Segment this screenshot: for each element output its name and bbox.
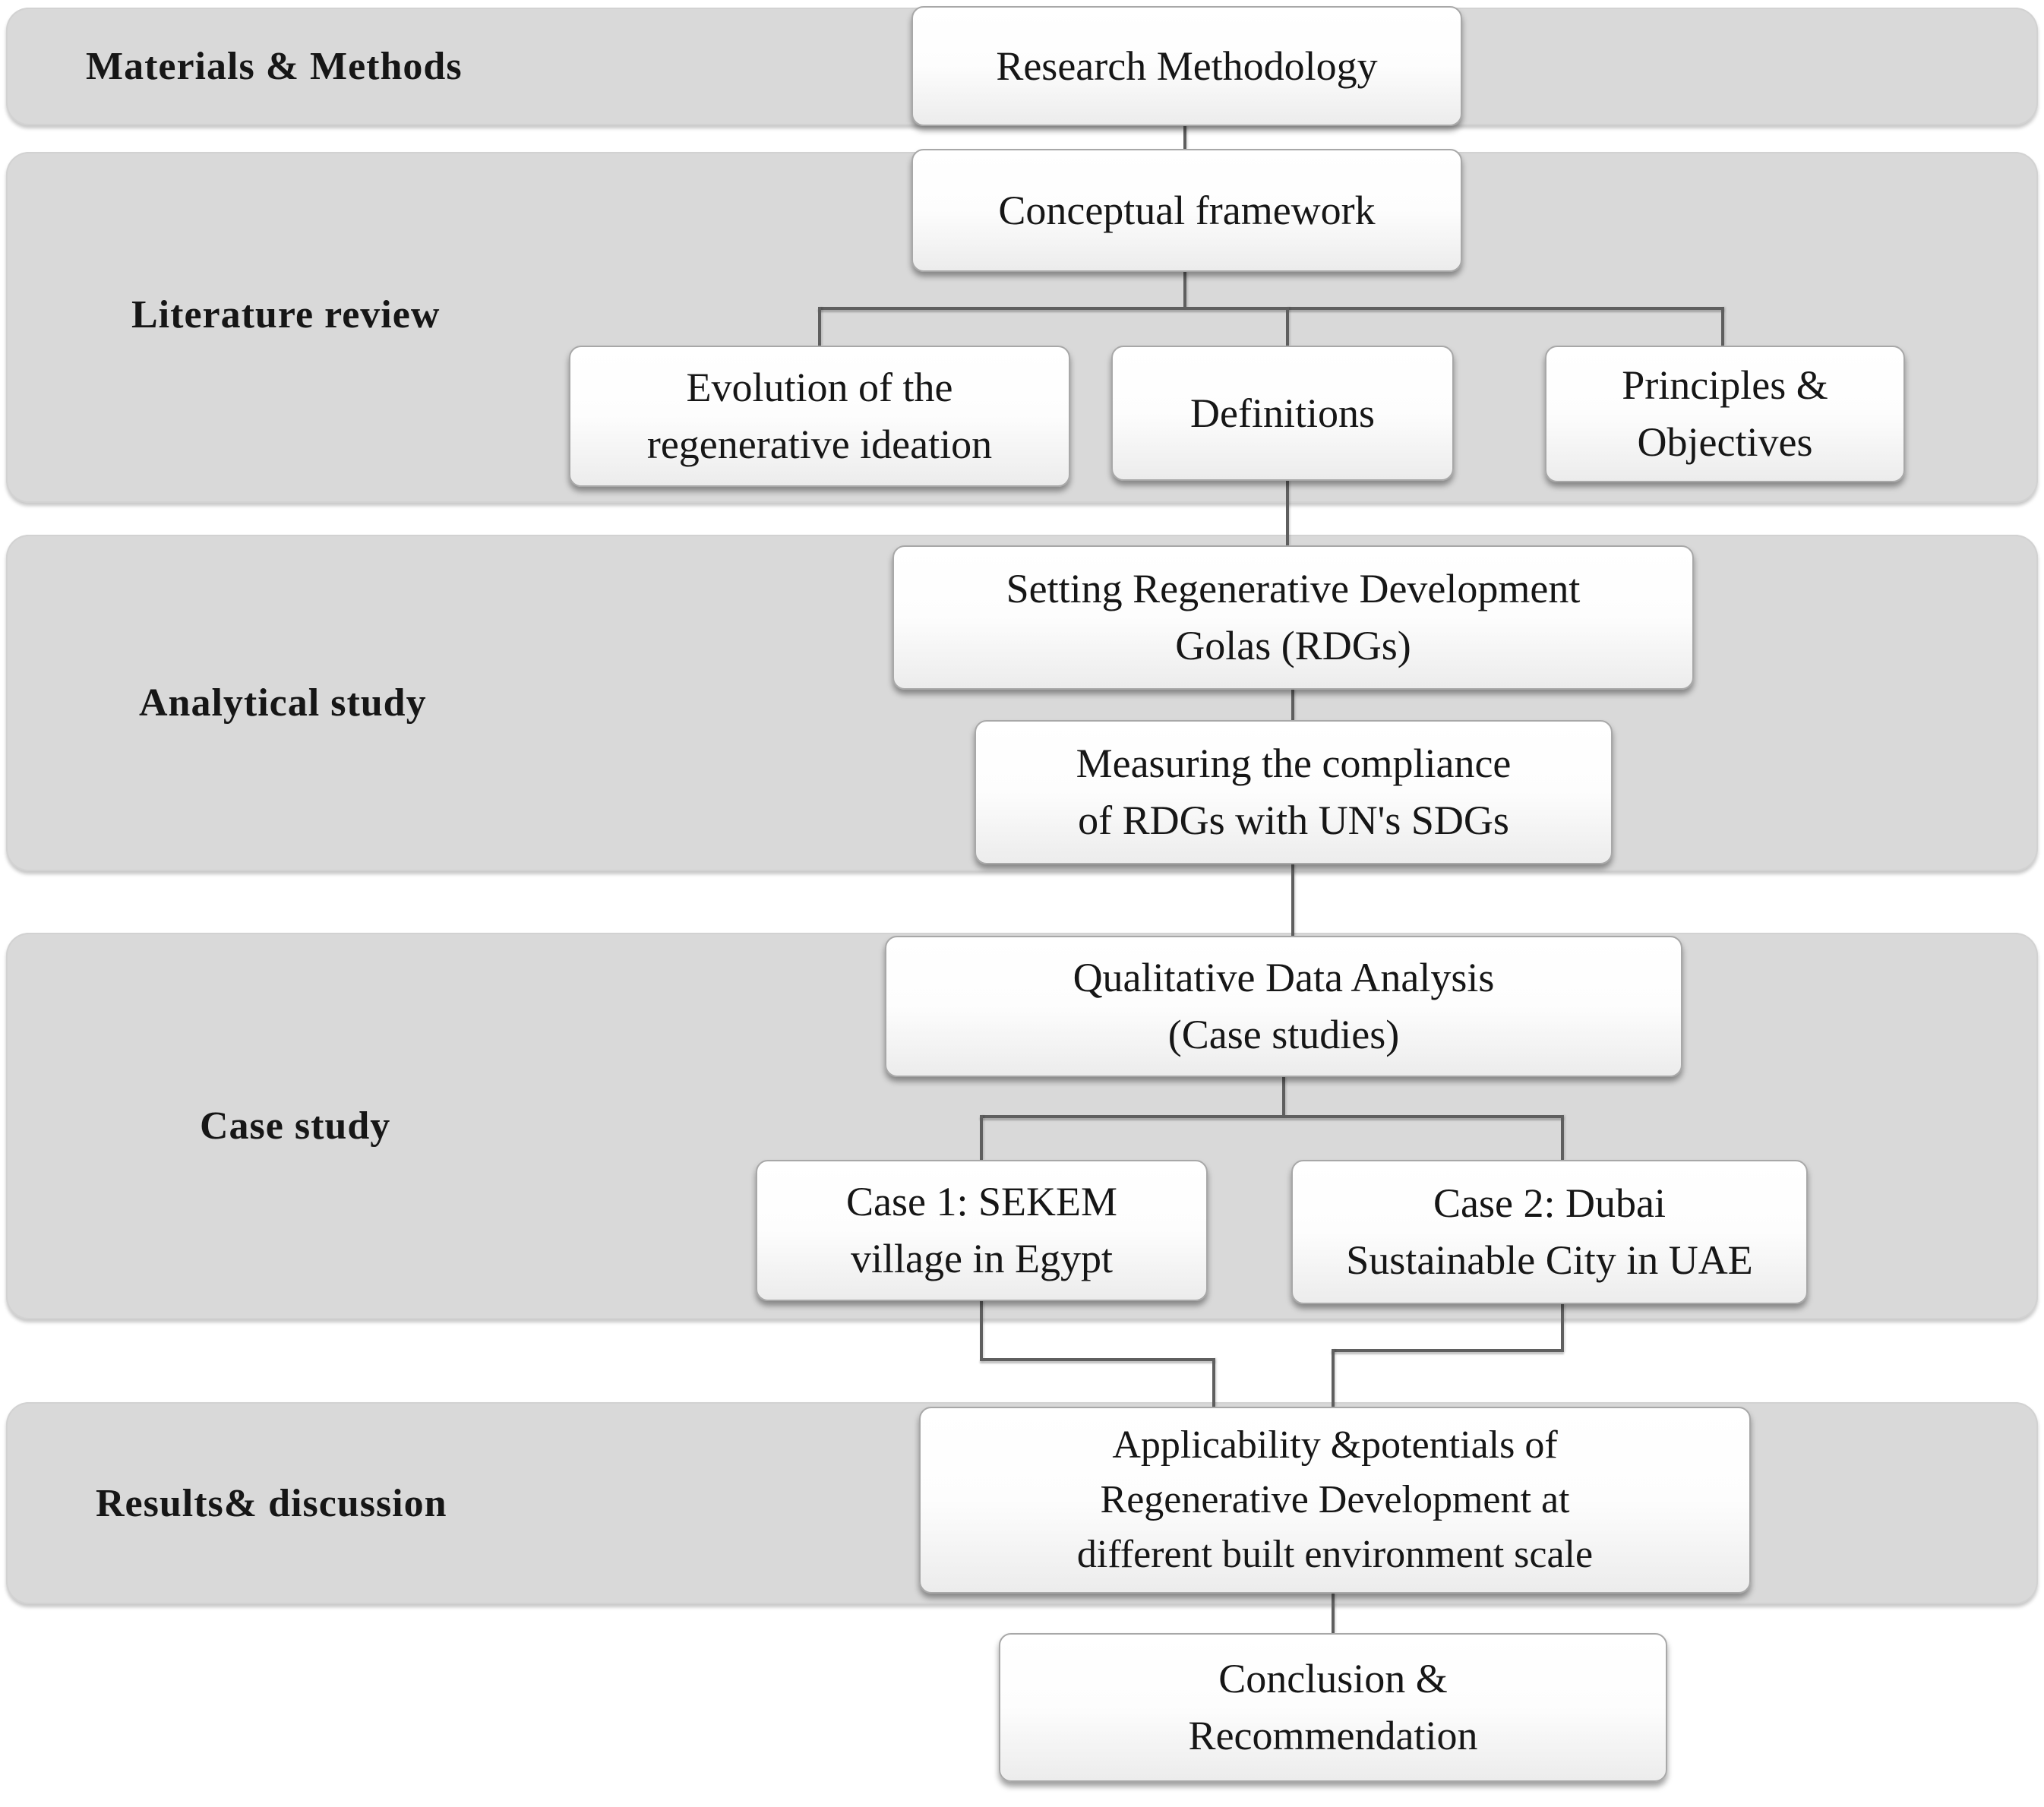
- connector-definitions-to-setting: [1286, 481, 1289, 545]
- band-label-case-study: Case study: [200, 1104, 391, 1148]
- node-line: Qualitative Data Analysis: [1073, 955, 1495, 1001]
- node-line: Sustainable City in UAE: [1346, 1237, 1753, 1283]
- connector-to-case1: [980, 1115, 983, 1160]
- connector-to-evolution: [818, 307, 821, 346]
- node-line: Measuring the compliance: [1076, 741, 1512, 787]
- node-line: regenerative ideation: [646, 422, 993, 467]
- node-line: Evolution of the: [686, 365, 953, 411]
- connector-case2-elbow: [1332, 1349, 1564, 1352]
- connector-literature-split: [818, 307, 1724, 310]
- band-label-materials-methods: Materials & Methods: [86, 45, 463, 88]
- node-line: (Case studies): [1167, 1012, 1400, 1057]
- node-conclusion-recommendation: Conclusion & Recommendation: [999, 1633, 1667, 1782]
- band-label-results-discussion: Results& discussion: [96, 1481, 447, 1525]
- connector-methodology-to-framework: [1183, 126, 1186, 149]
- connector-to-case2: [1561, 1115, 1564, 1160]
- connector-measuring-to-qualitative: [1291, 864, 1294, 936]
- connector-framework-down: [1183, 272, 1186, 309]
- node-line: of RDGs with UN's SDGs: [1078, 798, 1509, 843]
- node-line: Setting Regenerative Development: [1006, 566, 1581, 612]
- node-line: Objectives: [1637, 419, 1813, 465]
- connector-to-definitions: [1286, 307, 1289, 346]
- node-line: Golas (RDGs): [1175, 623, 1411, 668]
- node-applicability-potentials: Applicability &potentials of Regenerativ…: [919, 1407, 1751, 1594]
- node-case1-sekem: Case 1: SEKEM village in Egypt: [756, 1160, 1208, 1301]
- node-principles-objectives: Principles & Objectives: [1545, 346, 1905, 482]
- node-line: different built environment scale: [1076, 1532, 1594, 1576]
- node-conceptual-framework: Conceptual framework: [911, 149, 1462, 272]
- node-line: Definitions: [1190, 390, 1375, 436]
- node-definitions: Definitions: [1111, 346, 1454, 481]
- node-line: Recommendation: [1188, 1713, 1478, 1758]
- connector-case1-down: [980, 1301, 983, 1361]
- connector-case1-elbow: [980, 1358, 1215, 1361]
- connector-setting-to-measuring: [1291, 690, 1294, 720]
- node-line: Case 1: SEKEM: [846, 1179, 1117, 1225]
- connector-case1-to-applicability: [1212, 1358, 1215, 1407]
- band-label-analytical-study: Analytical study: [139, 681, 427, 725]
- node-line: Research Methodology: [996, 43, 1378, 89]
- node-measuring-compliance: Measuring the compliance of RDGs with UN…: [975, 720, 1613, 864]
- connector-case2-down: [1561, 1304, 1564, 1352]
- node-line: Regenerative Development at: [1100, 1478, 1570, 1522]
- node-line: village in Egypt: [851, 1236, 1113, 1281]
- node-line: Conceptual framework: [998, 187, 1376, 233]
- connector-to-principles: [1721, 307, 1724, 346]
- connector-applicability-to-conclusion: [1332, 1594, 1335, 1633]
- node-line: Applicability &potentials of: [1112, 1423, 1558, 1467]
- node-line: Case 2: Dubai: [1433, 1180, 1666, 1227]
- node-setting-rdgs: Setting Regenerative Development Golas (…: [892, 545, 1694, 690]
- connector-case-split: [980, 1115, 1564, 1118]
- connector-case2-to-applicability: [1332, 1349, 1335, 1407]
- node-line: Conclusion &: [1218, 1656, 1448, 1702]
- connector-qualitative-down: [1282, 1077, 1285, 1117]
- node-evolution-regenerative-ideation: Evolution of the regenerative ideation: [569, 346, 1070, 487]
- band-label-literature-review: Literature review: [131, 293, 441, 336]
- node-research-methodology: Research Methodology: [911, 6, 1462, 126]
- node-qualitative-data-analysis: Qualitative Data Analysis (Case studies): [885, 936, 1682, 1077]
- node-line: Principles &: [1622, 362, 1828, 409]
- node-case2-dubai: Case 2: Dubai Sustainable City in UAE: [1291, 1160, 1808, 1304]
